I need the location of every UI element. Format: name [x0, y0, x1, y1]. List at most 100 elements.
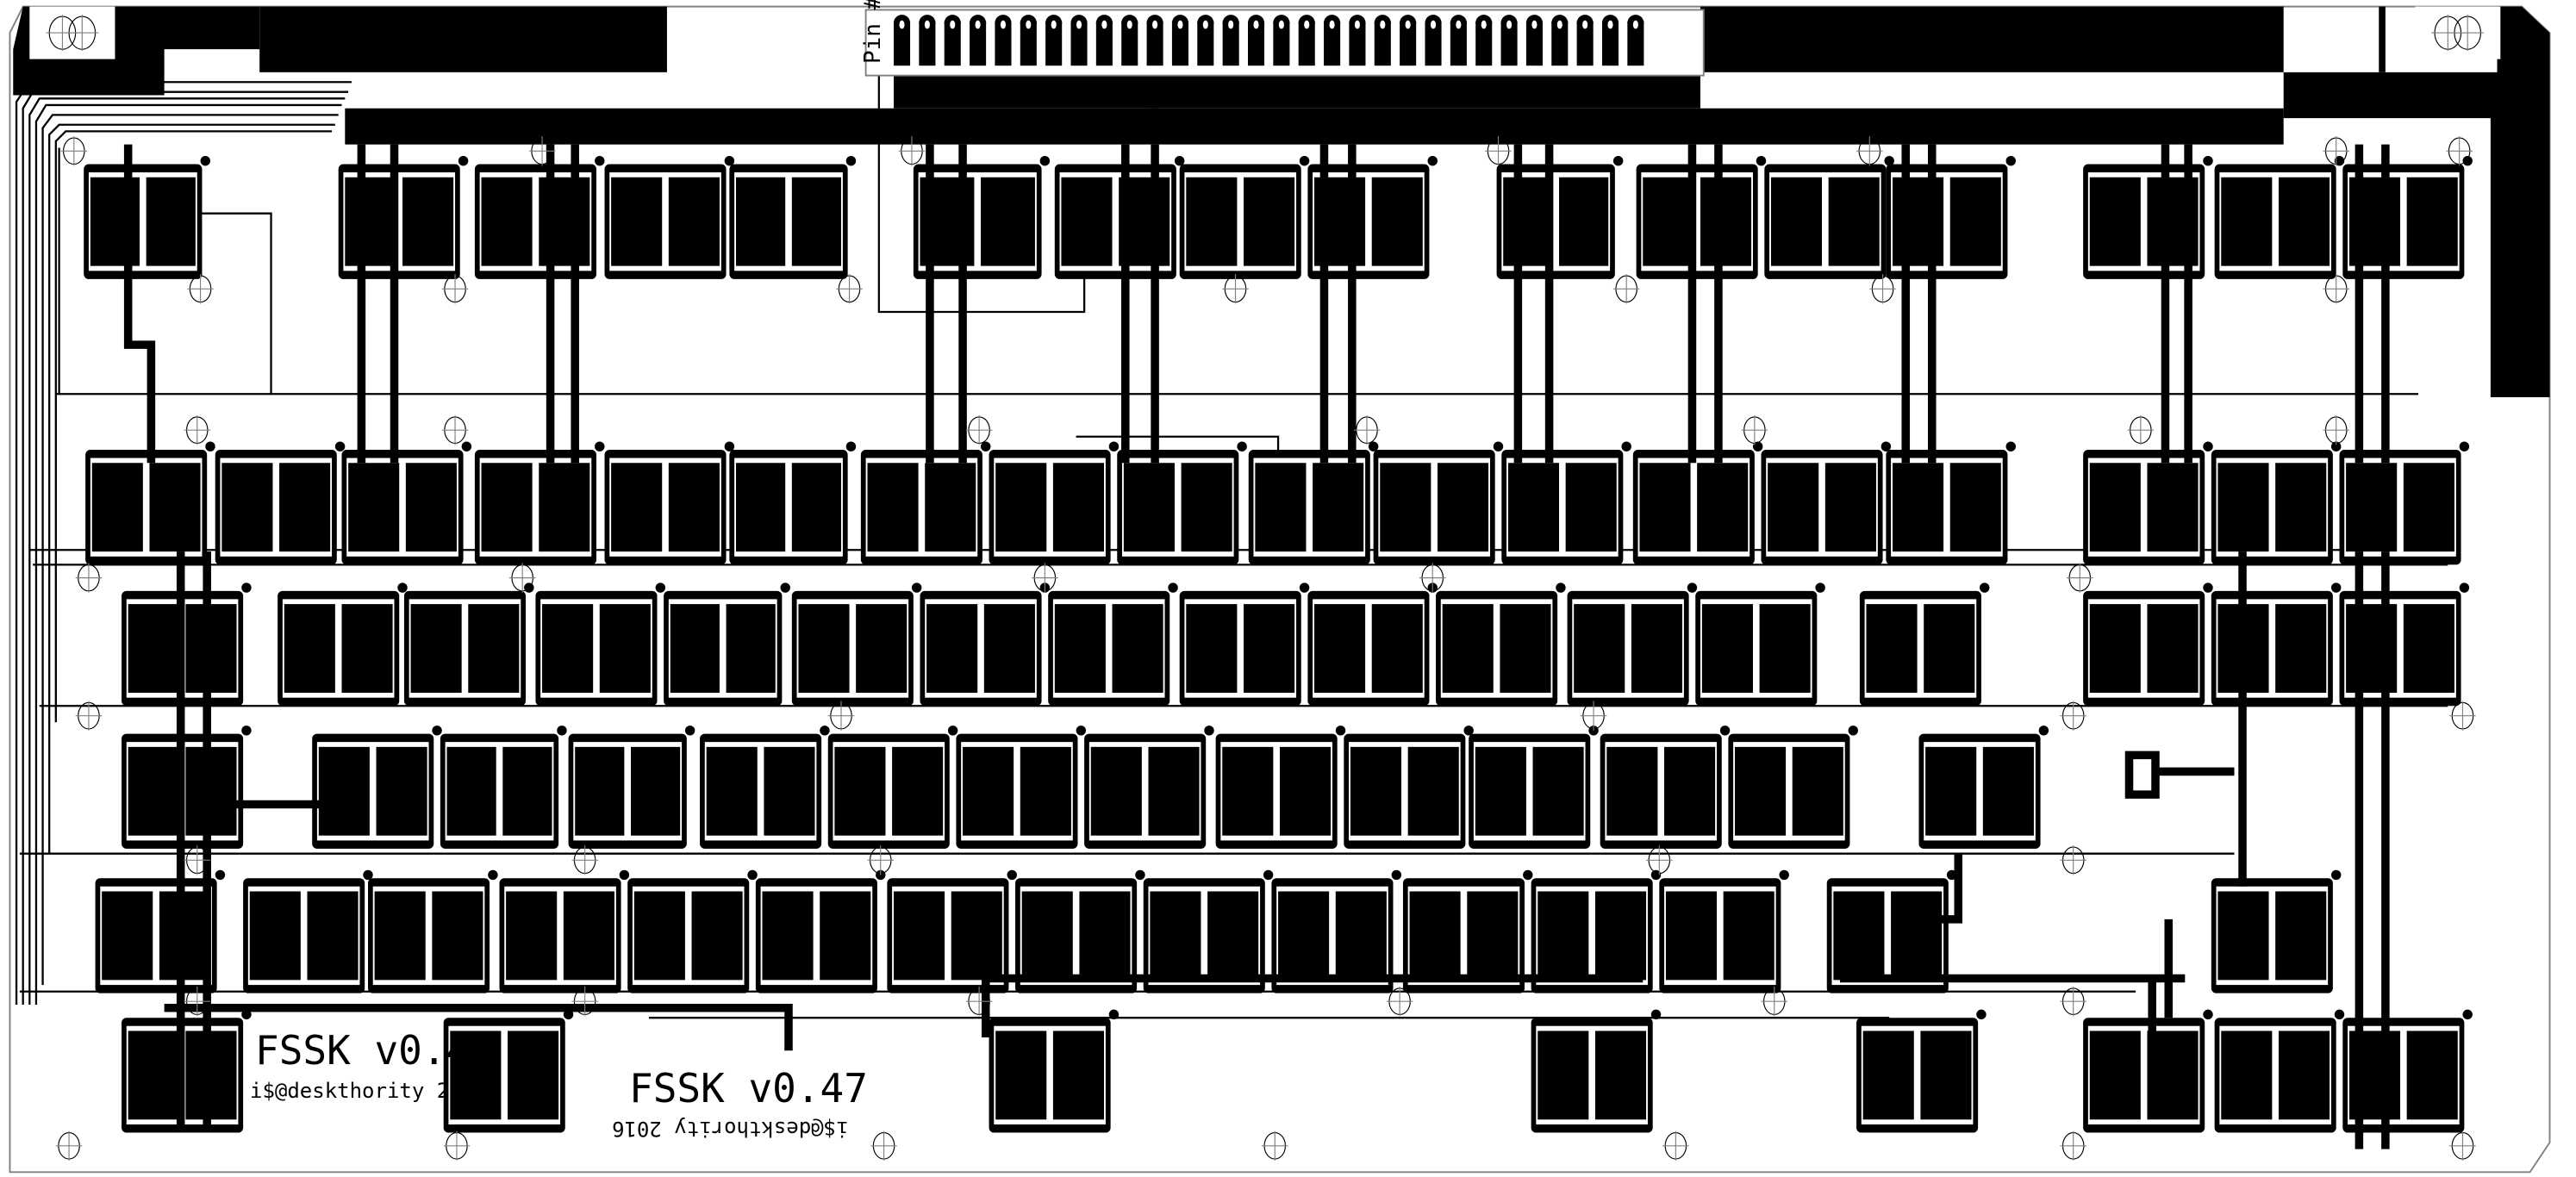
connector-pin[interactable] [1425, 15, 1442, 66]
via [2330, 582, 2342, 593]
key-pad [913, 164, 1042, 279]
connector-pin[interactable] [1525, 15, 1543, 66]
mounting-hole [2067, 563, 2093, 593]
connector-pin[interactable] [1627, 15, 1644, 66]
key-pad [1659, 878, 1781, 993]
via [557, 726, 567, 736]
via [1299, 155, 1310, 166]
mounting-hole [1869, 274, 1896, 304]
via [2462, 1009, 2473, 1020]
via [1621, 441, 1631, 451]
mounting-hole [184, 987, 210, 1017]
connector-pin[interactable] [1146, 15, 1163, 66]
via [911, 582, 922, 593]
connector-pin[interactable] [1551, 15, 1569, 66]
connector-pin[interactable] [1197, 15, 1214, 66]
connector-pin[interactable] [1171, 15, 1188, 66]
mounting-hole [184, 845, 210, 875]
connector-pin[interactable] [1601, 15, 1619, 66]
mounting-hole [965, 987, 993, 1017]
mounting-hole [1612, 274, 1640, 304]
connector-pin[interactable] [995, 15, 1012, 66]
connector-pin[interactable] [1095, 15, 1113, 66]
key-pad [2339, 450, 2461, 565]
connector-pin[interactable] [1450, 15, 1467, 66]
connector-pin[interactable] [1247, 15, 1265, 66]
via [1980, 582, 1990, 593]
key-pad [2211, 878, 2333, 993]
connector-pin[interactable] [1374, 15, 1391, 66]
via [1204, 726, 1214, 736]
key-pad [2342, 1018, 2465, 1133]
key-pad [2214, 164, 2336, 279]
key-pad [440, 733, 559, 849]
key-pad [1636, 164, 1758, 279]
via [1174, 155, 1185, 166]
key-pad [755, 878, 877, 993]
connector-pin[interactable] [1500, 15, 1518, 66]
connector-pin[interactable] [1020, 15, 1037, 66]
connector-pin[interactable] [919, 15, 936, 66]
mounting-hole [2446, 136, 2473, 166]
key-pad [1436, 590, 1558, 707]
key-pad [1117, 450, 1239, 565]
mounting-hole [1386, 987, 1413, 1017]
via [2462, 155, 2473, 166]
key-pad [956, 733, 1078, 849]
via [1650, 869, 1662, 881]
connector-pin[interactable] [970, 15, 987, 66]
connector-pin[interactable] [1121, 15, 1138, 66]
via [1523, 869, 1533, 881]
mounting-hole [1485, 136, 1512, 166]
key-pad [627, 878, 750, 993]
via [241, 726, 252, 736]
via [1168, 582, 1178, 593]
connector-pin[interactable] [1222, 15, 1239, 66]
connector-pin[interactable] [1576, 15, 1594, 66]
key-pad [1886, 164, 2008, 279]
mounting-hole [2449, 701, 2476, 731]
connector-pin[interactable] [1349, 15, 1366, 66]
key-pad [1826, 878, 1949, 993]
mounting-hole [65, 15, 99, 52]
key-pad [85, 450, 208, 565]
via [595, 155, 605, 166]
via [1427, 155, 1438, 166]
connector-pin[interactable] [1475, 15, 1493, 66]
key-pad [1469, 733, 1591, 849]
connector-pin[interactable] [944, 15, 961, 66]
connector-pin[interactable] [894, 15, 911, 66]
mounting-hole [1662, 1130, 1689, 1161]
via [724, 441, 735, 451]
via [461, 441, 472, 451]
key-pad [535, 590, 658, 707]
via [1335, 726, 1346, 736]
via [1612, 155, 1624, 166]
via [1779, 869, 1789, 881]
mounting-hole [441, 274, 469, 304]
key-pad [1015, 878, 1138, 993]
connector-pin[interactable] [1324, 15, 1341, 66]
key-pad [827, 733, 950, 849]
mounting-hole [965, 415, 993, 445]
key-pad [989, 450, 1111, 565]
mounting-hole [898, 136, 926, 166]
mounting-hole [2323, 274, 2349, 304]
mounting-hole [60, 136, 88, 166]
connector-pin[interactable] [1273, 15, 1290, 66]
connector-pin[interactable] [1400, 15, 1417, 66]
via [2005, 441, 2016, 451]
header-connector[interactable] [894, 15, 1644, 66]
via [1719, 726, 1731, 736]
via [1752, 441, 1763, 451]
connector-pin[interactable] [1045, 15, 1063, 66]
key-pad [1728, 733, 1850, 849]
connector-pin[interactable] [1070, 15, 1088, 66]
key-pad [860, 450, 982, 565]
key-pad [215, 450, 337, 565]
mounting-hole [1580, 701, 1607, 731]
via [2038, 726, 2049, 736]
via [2203, 582, 2213, 593]
connector-pin[interactable] [1298, 15, 1315, 66]
mounting-hole [836, 274, 863, 304]
